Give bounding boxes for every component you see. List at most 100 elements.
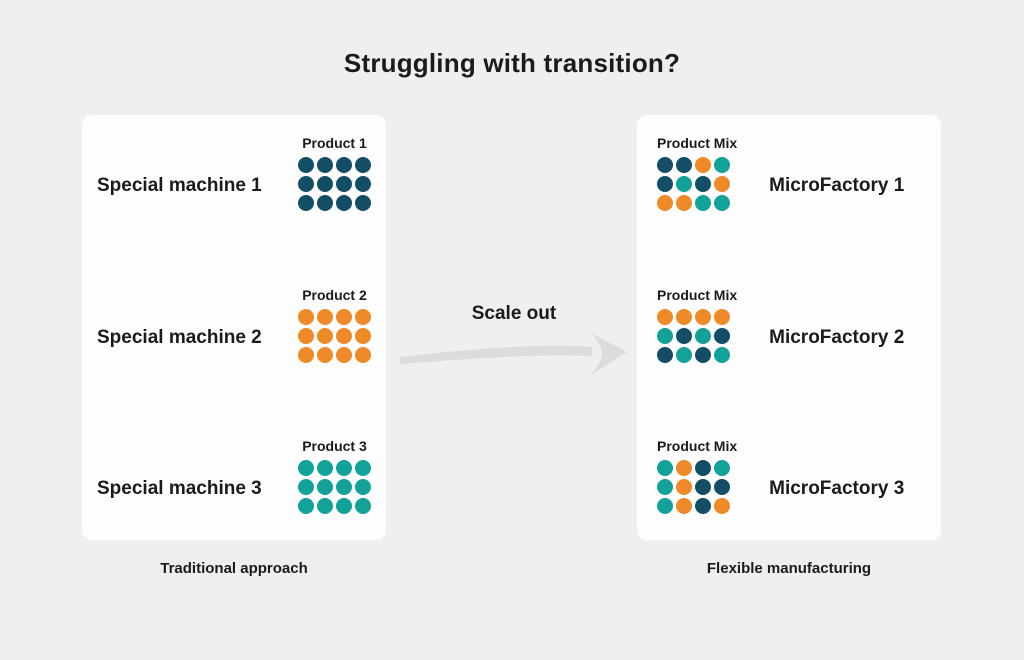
product-dot-teal — [695, 327, 711, 344]
product-dot-orange — [676, 479, 692, 495]
product-grid-block: Product Mix — [657, 438, 737, 514]
product-dot-teal — [298, 460, 314, 476]
product-dot-teal — [657, 479, 673, 495]
product-dot-navy — [355, 176, 371, 192]
product-dot-navy — [657, 157, 673, 173]
product-label: Product 2 — [302, 286, 367, 303]
product-label: Product Mix — [657, 135, 738, 151]
product-grid-block: Product Mix — [657, 287, 737, 363]
product-dot-navy — [695, 176, 711, 192]
product-label: Product 3 — [302, 438, 367, 454]
machine-row-special-2: Special machine 2 Product 2 — [82, 287, 386, 363]
product-dot-navy — [298, 176, 314, 192]
product-dot-teal — [714, 195, 730, 211]
product-dot-grid — [657, 308, 730, 363]
product-dot-teal — [657, 460, 673, 476]
product-dot-orange — [317, 346, 333, 363]
flexible-panel: Product Mix MicroFactory 1 Product Mix M… — [637, 115, 941, 540]
traditional-caption: Traditional approach — [160, 560, 308, 577]
product-dot-grid — [298, 157, 371, 211]
product-grid-block: Product Mix — [657, 135, 737, 211]
product-dot-teal — [657, 327, 673, 344]
product-dot-navy — [317, 176, 333, 192]
product-dot-navy — [714, 327, 730, 344]
product-dot-navy — [676, 157, 692, 173]
product-dot-navy — [695, 460, 711, 476]
product-dot-orange — [714, 176, 730, 192]
product-dot-teal — [714, 346, 730, 363]
product-dot-navy — [676, 327, 692, 344]
product-dot-orange — [355, 346, 371, 363]
product-dot-teal — [298, 479, 314, 495]
product-dot-orange — [676, 498, 692, 514]
product-dot-orange — [336, 327, 352, 344]
product-dot-navy — [336, 176, 352, 192]
product-dot-orange — [355, 308, 371, 325]
product-dot-teal — [336, 460, 352, 476]
product-dot-orange — [657, 195, 673, 211]
machine-label: Special machine 2 — [97, 326, 262, 348]
product-dot-navy — [657, 176, 673, 192]
product-dot-orange — [336, 346, 352, 363]
product-dot-teal — [317, 479, 333, 495]
product-label: Product Mix — [657, 286, 738, 303]
product-dot-orange — [714, 308, 730, 325]
product-dot-orange — [355, 327, 371, 344]
scale-out-label: Scale out — [471, 303, 557, 324]
product-dot-orange — [336, 308, 352, 325]
product-dot-navy — [298, 157, 314, 173]
product-dot-navy — [657, 346, 673, 363]
product-dot-navy — [298, 195, 314, 211]
machine-label: Special machine 1 — [97, 175, 262, 196]
product-dot-teal — [336, 498, 352, 514]
product-grid-block: Product 2 — [298, 287, 371, 363]
product-dot-orange — [657, 308, 673, 325]
product-dot-orange — [298, 327, 314, 344]
product-dot-navy — [695, 346, 711, 363]
product-dot-grid — [657, 460, 730, 514]
product-dot-navy — [336, 157, 352, 173]
scale-out-annotation: Scale out — [396, 303, 632, 379]
product-dot-orange — [714, 498, 730, 514]
product-dot-navy — [336, 195, 352, 211]
product-dot-teal — [298, 498, 314, 514]
machine-label: Special machine 3 — [97, 478, 262, 499]
product-dot-teal — [714, 460, 730, 476]
product-dot-teal — [355, 479, 371, 495]
product-dot-teal — [317, 498, 333, 514]
product-grid-block: Product 3 — [298, 438, 371, 514]
product-dot-teal — [676, 346, 692, 363]
product-dot-teal — [695, 195, 711, 211]
machine-row-special-3: Special machine 3 Product 3 — [82, 438, 386, 514]
product-dot-grid — [657, 157, 730, 211]
machine-label: MicroFactory 2 — [769, 326, 905, 348]
product-dot-orange — [695, 157, 711, 173]
machine-row-microfactory-1: Product Mix MicroFactory 1 — [637, 135, 941, 211]
product-dot-teal — [714, 157, 730, 173]
product-dot-teal — [336, 479, 352, 495]
machine-row-special-1: Special machine 1 Product 1 — [82, 135, 386, 211]
product-dot-orange — [298, 308, 314, 325]
product-dot-orange — [676, 308, 692, 325]
product-dot-grid — [298, 308, 371, 363]
product-dot-teal — [676, 176, 692, 192]
product-grid-block: Product 1 — [298, 135, 371, 211]
product-dot-navy — [317, 157, 333, 173]
machine-row-microfactory-2: Product Mix MicroFactory 2 — [637, 287, 941, 363]
product-dot-orange — [298, 346, 314, 363]
page-title: Struggling with transition? — [343, 48, 681, 78]
product-dot-navy — [355, 157, 371, 173]
product-dot-navy — [695, 479, 711, 495]
product-dot-orange — [695, 308, 711, 325]
machine-label: MicroFactory 3 — [769, 478, 905, 499]
flexible-caption: Flexible manufacturing — [706, 560, 872, 577]
product-dot-teal — [317, 460, 333, 476]
right-swoosh-arrow-icon — [400, 333, 627, 375]
product-dot-orange — [317, 308, 333, 325]
product-dot-teal — [355, 460, 371, 476]
product-dot-navy — [714, 479, 730, 495]
product-label: Product 1 — [302, 135, 367, 151]
product-dot-orange — [317, 327, 333, 344]
product-dot-grid — [298, 460, 371, 514]
